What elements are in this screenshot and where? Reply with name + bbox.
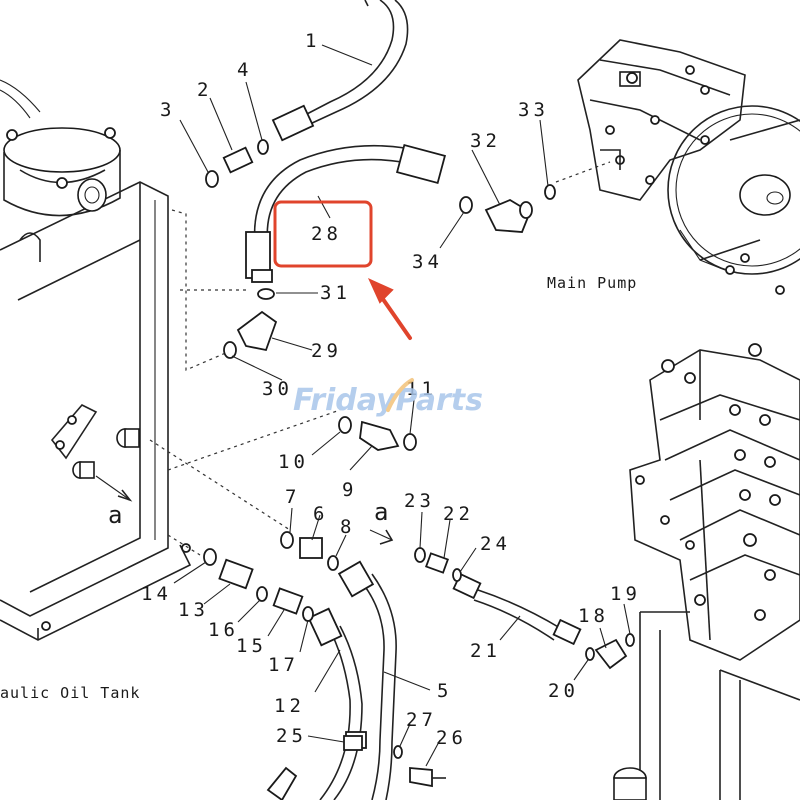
callout-8: 8	[340, 516, 355, 538]
callout-11: 11	[406, 378, 437, 400]
highlight-arrow	[367, 277, 412, 340]
callout-9: 9	[342, 479, 357, 501]
hose-1	[271, 0, 409, 142]
main-pump: Main Pump	[547, 39, 800, 295]
callout-27: 27	[406, 709, 437, 731]
callout-23: 23	[404, 490, 435, 512]
control-valve	[613, 343, 800, 800]
callout-20: 20	[548, 680, 579, 702]
leader-lines	[173, 44, 631, 767]
hose-12	[307, 607, 363, 800]
callout-34: 34	[412, 251, 443, 273]
callout-7: 7	[285, 486, 300, 508]
hose-5	[337, 560, 397, 800]
callout-5: 5	[437, 680, 452, 702]
callout-1: 1	[305, 30, 320, 52]
detail-mark-a-left: a	[108, 501, 126, 529]
hose-21	[452, 572, 582, 646]
callout-16: 16	[208, 619, 239, 641]
main-pump-caption: Main Pump	[547, 274, 637, 292]
callout-3: 3	[160, 99, 175, 121]
callout-4: 4	[237, 59, 252, 81]
watermark-logo: FridayParts	[293, 378, 483, 418]
highlight-box	[273, 200, 373, 268]
watermark-part2: Parts	[396, 383, 483, 418]
callout-10: 10	[278, 451, 309, 473]
svg-text:FridayParts: FridayParts	[293, 383, 483, 418]
callout-32: 32	[470, 130, 501, 152]
callout-13: 13	[178, 599, 209, 621]
callout-18: 18	[578, 605, 609, 627]
tank-caption: aulic Oil Tank	[0, 684, 140, 702]
callout-14: 14	[141, 583, 172, 605]
callout-30: 30	[262, 378, 293, 400]
hydraulic-oil-tank	[0, 79, 192, 641]
callout-31: 31	[320, 282, 351, 304]
callout-33: 33	[518, 99, 549, 121]
callout-19: 19	[610, 583, 641, 605]
callout-12: 12	[274, 695, 305, 717]
callout-21: 21	[470, 640, 501, 662]
callout-17: 17	[268, 654, 299, 676]
callout-numbers: 1 2 3 4 5 6 7 8 9 10 11 12 13 14 15 16 1…	[108, 30, 641, 749]
callout-6: 6	[313, 503, 328, 525]
callout-25: 25	[276, 725, 307, 747]
watermark-part1: Friday	[293, 383, 397, 418]
highlight-28: 28	[273, 200, 412, 340]
callout-29: 29	[311, 340, 342, 362]
callout-24: 24	[480, 533, 511, 555]
callout-15: 15	[236, 635, 267, 657]
callout-28: 28	[311, 223, 342, 245]
fittings	[203, 139, 635, 800]
callout-26: 26	[436, 727, 467, 749]
hose-28	[245, 143, 447, 283]
detail-mark-a-right: a	[374, 498, 392, 526]
callout-2: 2	[197, 79, 212, 101]
callout-22: 22	[443, 503, 474, 525]
